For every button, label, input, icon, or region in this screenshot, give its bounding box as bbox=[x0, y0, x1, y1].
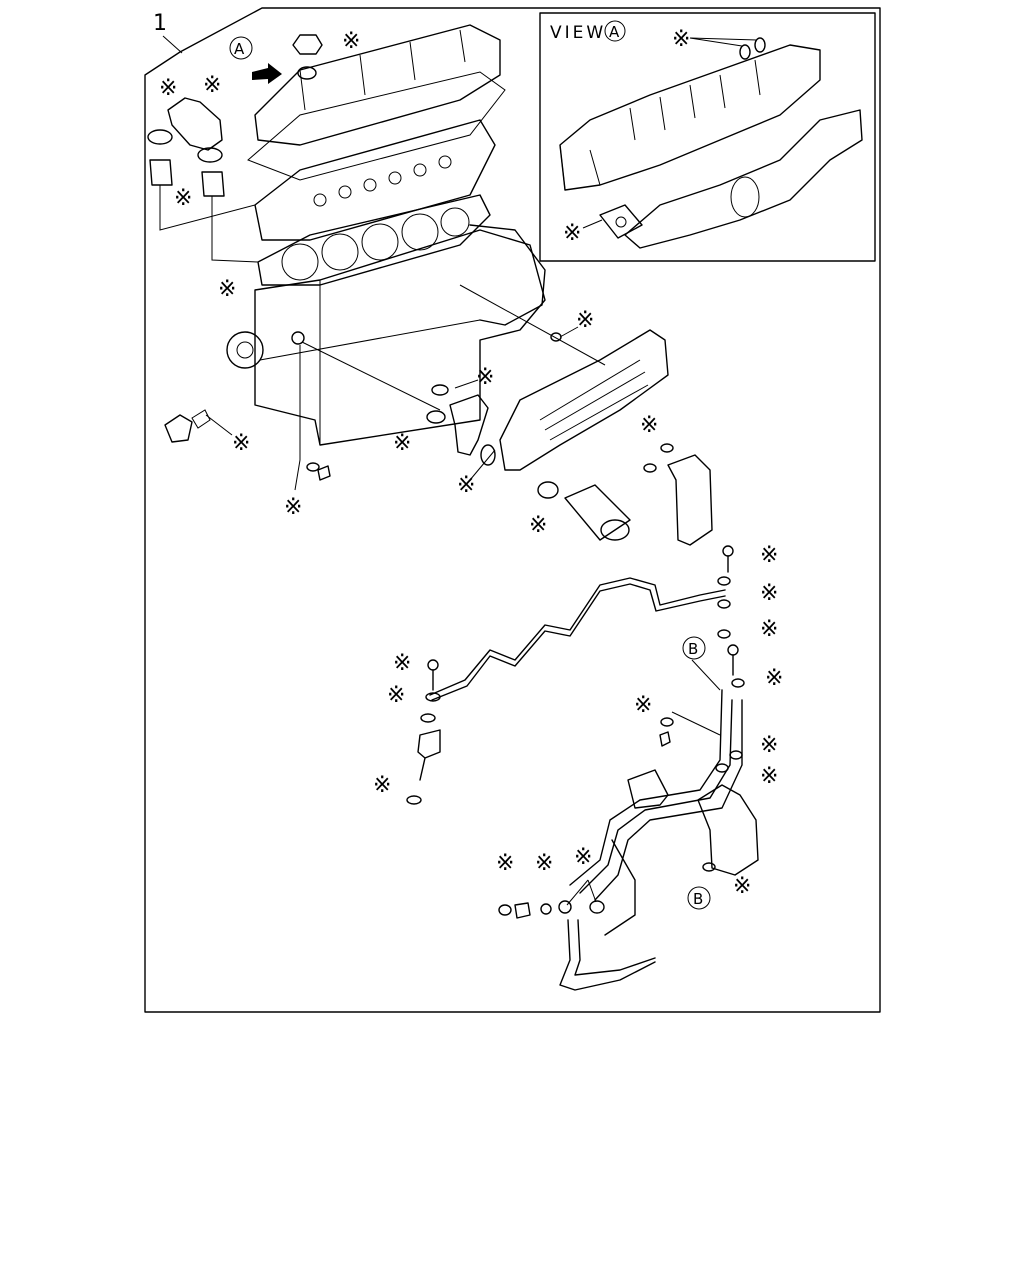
svg-text:A: A bbox=[609, 23, 620, 41]
svg-text:※: ※ bbox=[393, 431, 411, 456]
svg-text:※: ※ bbox=[387, 683, 405, 708]
svg-text:※: ※ bbox=[218, 277, 236, 302]
svg-text:※: ※ bbox=[672, 27, 690, 52]
svg-text:1: 1 bbox=[153, 11, 167, 36]
engine-assembly: A bbox=[147, 24, 713, 546]
svg-text:※: ※ bbox=[640, 413, 658, 438]
svg-text:※: ※ bbox=[563, 221, 581, 246]
outer-frame bbox=[144, 7, 881, 1013]
svg-text:※: ※ bbox=[203, 73, 221, 98]
svg-text:※: ※ bbox=[634, 693, 652, 718]
svg-text:※: ※ bbox=[476, 365, 494, 390]
svg-text:※: ※ bbox=[159, 76, 177, 101]
injection-pipe-assembly bbox=[406, 545, 745, 805]
svg-text:※: ※ bbox=[284, 495, 302, 520]
svg-text:※: ※ bbox=[174, 186, 192, 211]
asterisk-markers: ※ ※ ※ ※ ※ ※ ※ ※ ※ ※ ※ ※ ※ ※ ※ ※ ※ ※ ※ ※ … bbox=[159, 29, 783, 899]
svg-text:※: ※ bbox=[496, 851, 514, 876]
svg-text:※: ※ bbox=[457, 473, 475, 498]
svg-text:※: ※ bbox=[373, 773, 391, 798]
svg-text:※: ※ bbox=[760, 733, 778, 758]
svg-text:※: ※ bbox=[765, 666, 783, 691]
svg-text:A: A bbox=[234, 40, 245, 58]
svg-text:※: ※ bbox=[760, 617, 778, 642]
svg-text:※: ※ bbox=[342, 29, 360, 54]
svg-text:VIEW: VIEW bbox=[550, 23, 606, 43]
svg-text:※: ※ bbox=[733, 874, 751, 899]
svg-text:※: ※ bbox=[535, 851, 553, 876]
item-number-label: 1 bbox=[153, 11, 183, 54]
view-a-inset: VIEW A ※ ※ bbox=[539, 12, 876, 262]
svg-text:※: ※ bbox=[529, 513, 547, 538]
svg-text:※: ※ bbox=[393, 651, 411, 676]
svg-text:※: ※ bbox=[760, 543, 778, 568]
svg-text:※: ※ bbox=[574, 845, 592, 870]
svg-text:※: ※ bbox=[760, 581, 778, 606]
fuel-line-assembly: B B bbox=[498, 636, 759, 991]
svg-text:※: ※ bbox=[232, 431, 250, 456]
svg-text:B: B bbox=[688, 640, 698, 658]
svg-text:※: ※ bbox=[760, 764, 778, 789]
svg-text:※: ※ bbox=[576, 308, 594, 333]
svg-text:B: B bbox=[693, 890, 703, 908]
